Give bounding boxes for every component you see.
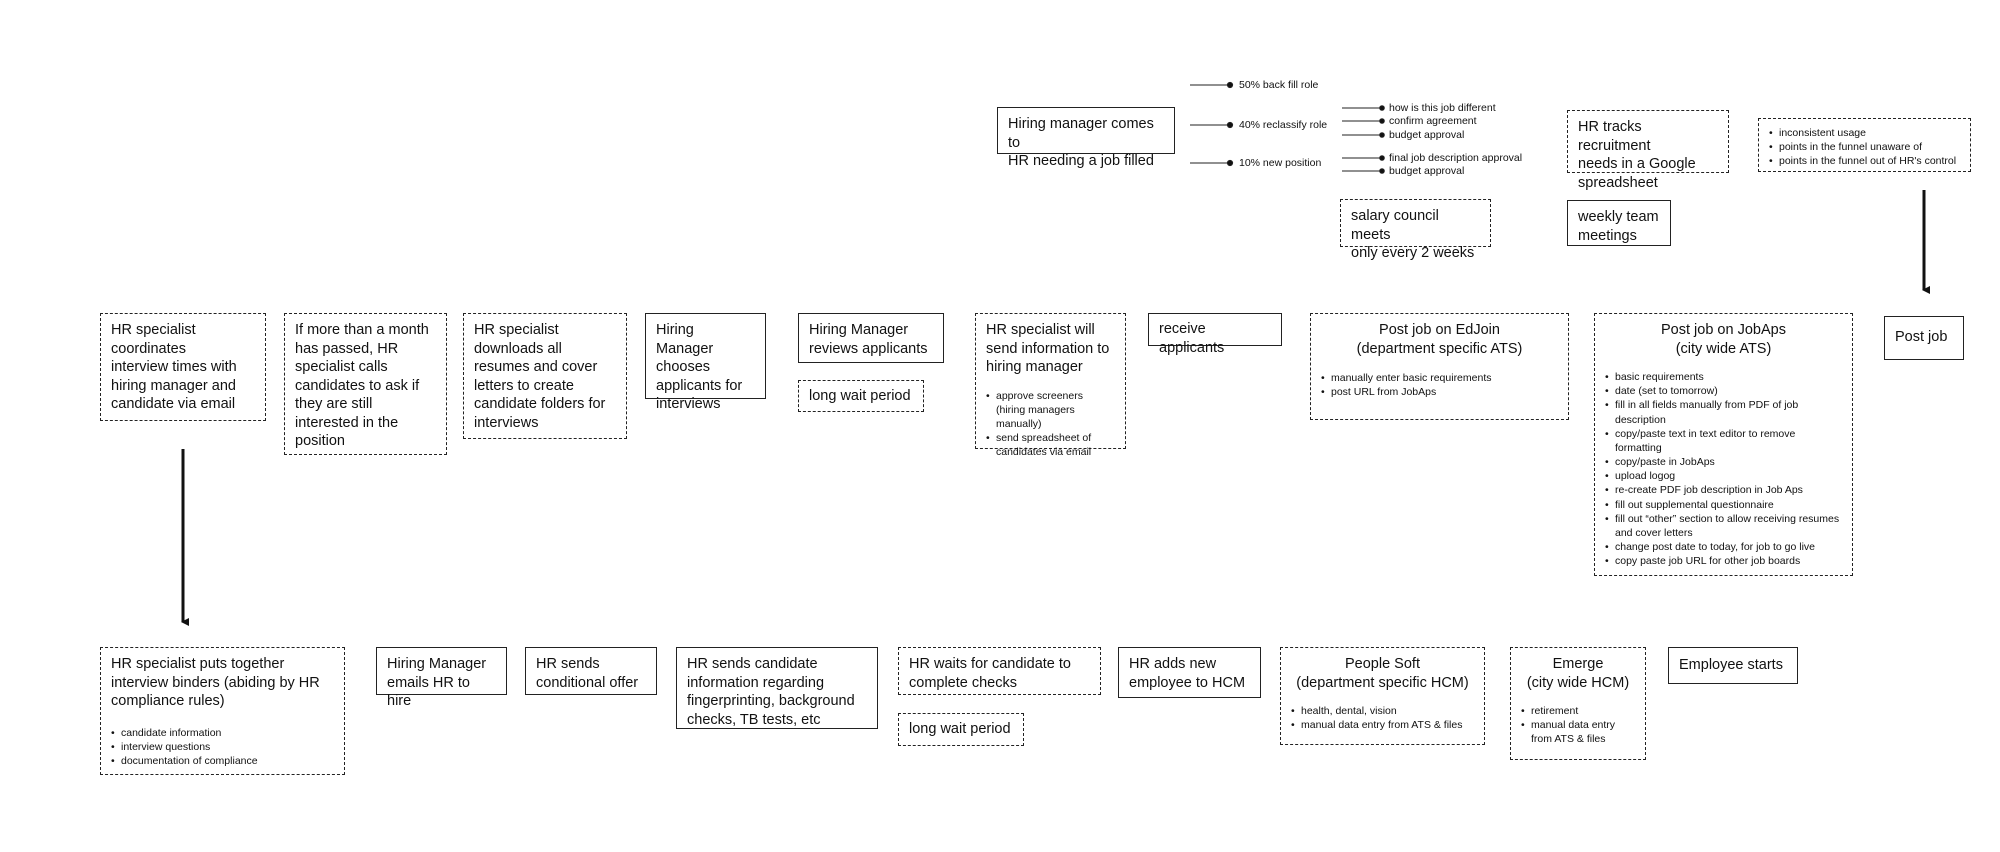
bullet-item: basic requirements [1605, 370, 1842, 384]
weekly-meetings-box: weekly team meetings [1567, 200, 1671, 246]
bullet-item: fill in all fields manually from PDF of … [1605, 398, 1842, 426]
emerge-box: Emerge (city wide HCM) retirement manual… [1510, 647, 1646, 760]
long-wait-period-1: long wait period [798, 380, 924, 412]
jobaps-box: Post job on JobAps (city wide ATS) basic… [1594, 313, 1853, 576]
hiring-manager-request-box: Hiring manager comes to HR needing a job… [997, 107, 1175, 169]
bullet-item: copy/paste in JobAps [1605, 455, 1842, 469]
issue-item: points in the funnel out of HR's control [1769, 154, 1960, 168]
waits-checks-box: HR waits for candidate to complete check… [898, 647, 1101, 695]
bullet-item: date (set to tomorrow) [1605, 384, 1842, 398]
adds-hcm-box: HR adds new employee to HCM [1118, 647, 1261, 698]
bullet-item: approve screeners (hiring managers manua… [986, 389, 1115, 432]
long-wait-period-2: long wait period [898, 713, 1024, 746]
bullet-item: change post date to today, for job to go… [1605, 540, 1842, 554]
google-spreadsheet-box: HR tracks recruitment needs in a Google … [1567, 110, 1729, 191]
coordinate-interviews-box: HR specialist coordinates interview time… [100, 313, 266, 421]
salary-council-box: salary council meets only every 2 weeks [1340, 199, 1491, 261]
option-connectors [1190, 81, 1234, 167]
bullet-item: fill out supplemental questionnaire [1605, 498, 1842, 512]
bullet-item: copy paste job URL for other job boards [1605, 554, 1842, 568]
bullet-item: health, dental, vision [1291, 704, 1474, 718]
bullet-item: documentation of compliance [111, 754, 334, 768]
employee-starts-box: Employee starts [1668, 647, 1798, 684]
receive-applicants-box: receive applicants [1148, 313, 1282, 356]
hm-emails-hire-box: Hiring Manager emails HR to hire [376, 647, 507, 709]
spreadsheet-issues-box: inconsistent usage points in the funnel … [1758, 118, 1971, 172]
bullet-item: upload logog [1605, 469, 1842, 483]
month-passed-box: If more than a month has passed, HR spec… [284, 313, 447, 455]
bullet-item: re-create PDF job description in Job Aps [1605, 483, 1842, 497]
note-budget-approval-new: budget approval [1389, 165, 1465, 177]
bullet-item: manual data entry from ATS & files [1291, 718, 1474, 732]
post-job-box: Post job [1884, 316, 1964, 360]
interview-binders-box: HR specialist puts together interview bi… [100, 647, 345, 775]
bullet-item: manually enter basic requirements [1321, 371, 1558, 385]
note-budget-approval: budget approval [1389, 129, 1465, 141]
issue-item: inconsistent usage [1769, 126, 1960, 140]
bullet-item: candidate information [111, 726, 334, 740]
bullet-item: manual data entry from ATS & files [1521, 718, 1635, 746]
peoplesoft-box: People Soft (department specific HCM) he… [1280, 647, 1485, 745]
bullet-item: interview questions [111, 740, 334, 754]
option-reclassify: 40% reclassify role [1239, 119, 1328, 131]
download-resumes-box: HR specialist downloads all resumes and … [463, 313, 627, 439]
issue-item: points in the funnel unaware of [1769, 140, 1960, 154]
edjoin-box: Post job on EdJoin (department specific … [1310, 313, 1569, 420]
bullet-item: send spreadsheet of candidates via email [986, 431, 1115, 459]
note-final-jd-approval: final job description approval [1389, 152, 1523, 164]
conditional-offer-box: HR sends conditional offer [525, 647, 657, 695]
hiring-manager-request-text: Hiring manager comes to HR needing a job… [1008, 116, 1154, 170]
candidate-info-box: HR sends candidate information regarding… [676, 647, 878, 729]
hm-reviews-box: Hiring Manager reviews applicants [798, 313, 944, 363]
option-new-position: 10% new position [1239, 157, 1322, 169]
bullet-item: post URL from JobAps [1321, 385, 1558, 399]
option-back-fill: 50% back fill role [1239, 79, 1319, 91]
bullet-item: retirement [1521, 704, 1635, 718]
note-confirm-agreement: confirm agreement [1389, 115, 1477, 127]
bullet-item: fill out “other” section to allow receiv… [1605, 512, 1842, 540]
note-job-different: how is this job different [1389, 102, 1496, 114]
note-connectors [1342, 105, 1385, 174]
hm-chooses-box: Hiring Manager chooses applicants for in… [645, 313, 766, 412]
bullet-item: copy/paste text in text editor to remove… [1605, 427, 1842, 455]
send-info-box: HR specialist will send information to h… [975, 313, 1126, 458]
